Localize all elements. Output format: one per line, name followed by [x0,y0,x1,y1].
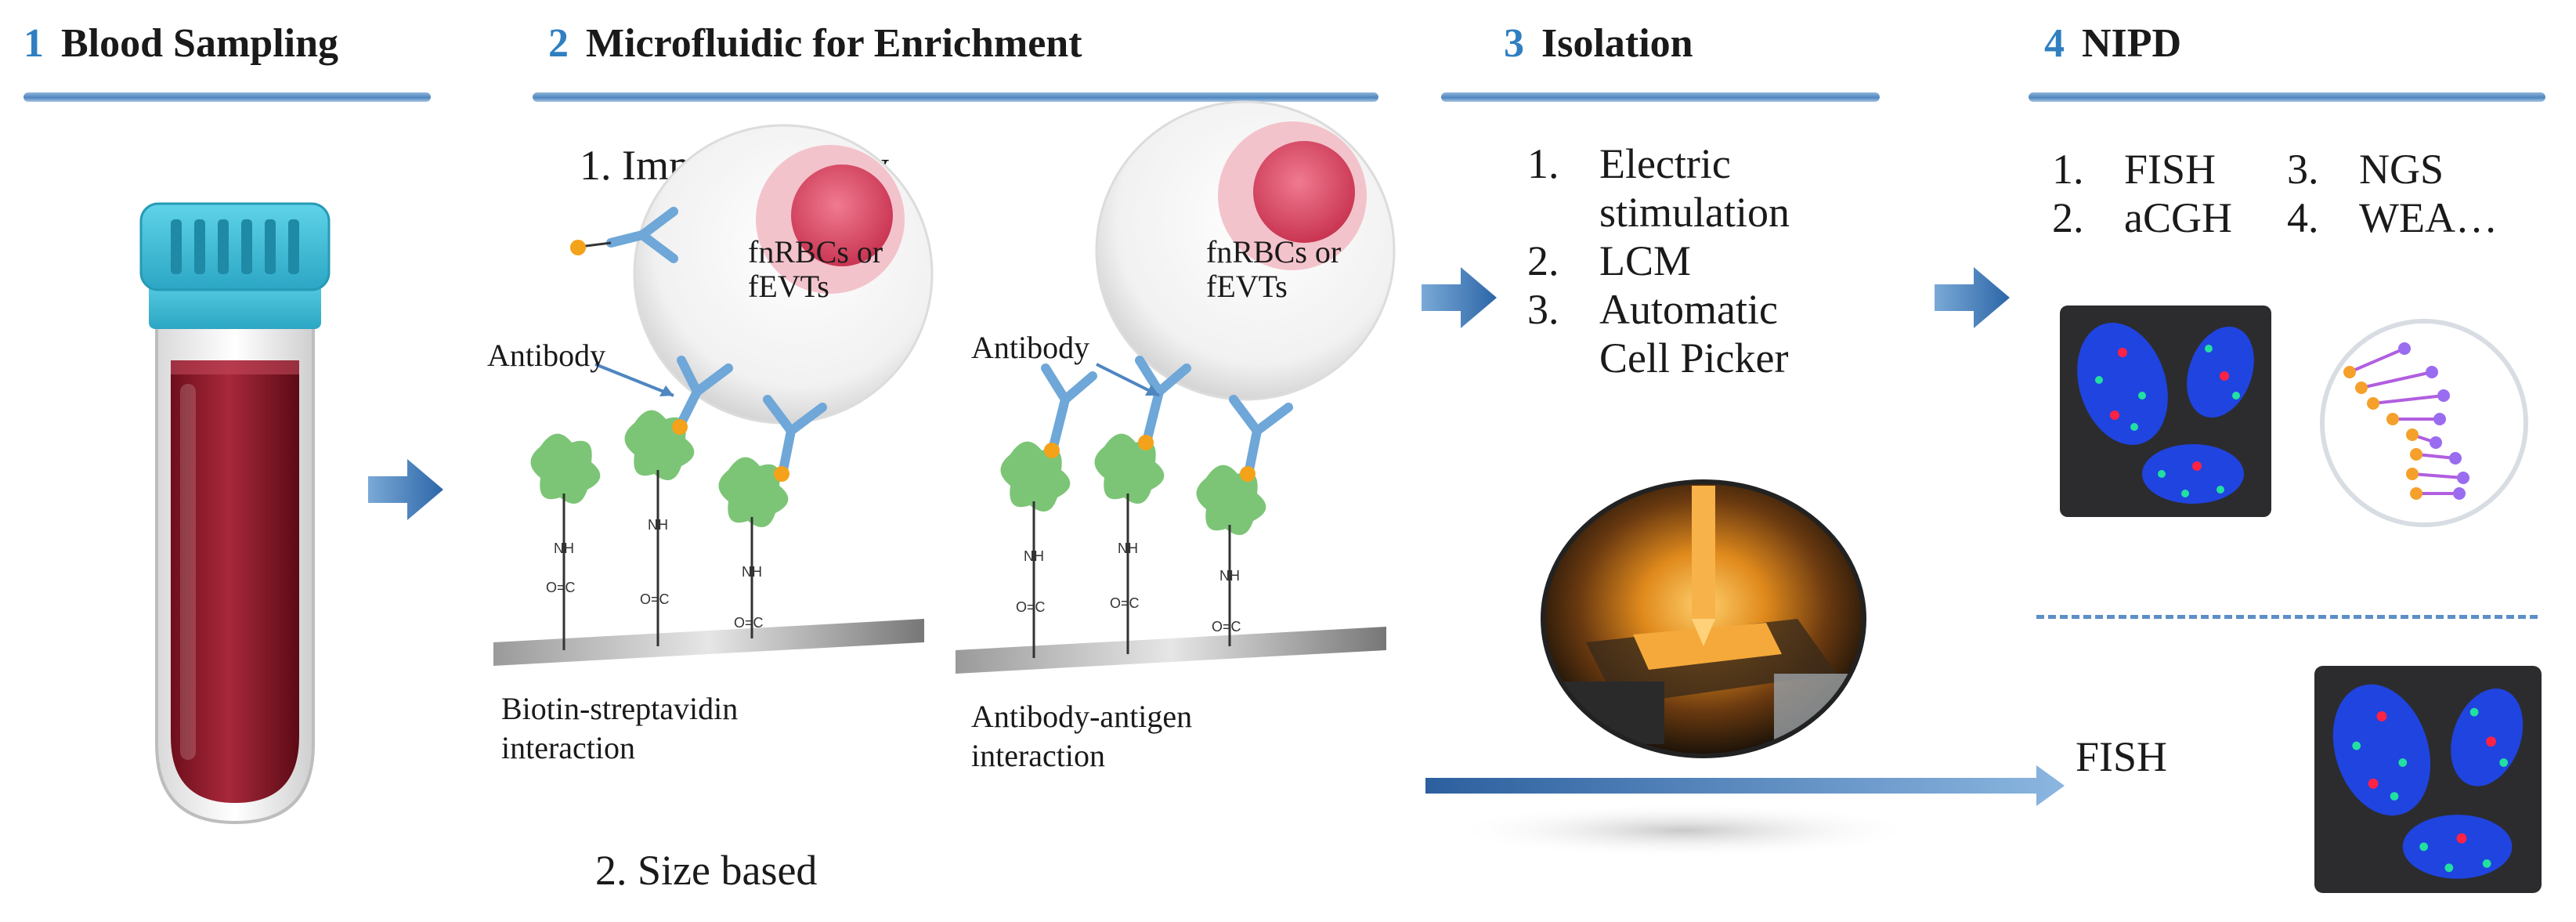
antibody-label: Antibody [487,338,606,373]
step-3-underline [1441,92,1880,102]
chem-oc: O=C [1212,619,1241,635]
chem-oc: O=C [734,615,764,631]
step-1-underline [23,92,431,102]
dna-icon [2320,319,2528,527]
fish-image [2060,306,2271,517]
fish-image [2314,666,2542,893]
arrow-right-icon [368,459,443,520]
direct-fish-arrow-icon [1425,765,2065,858]
chem-nh: NH [648,517,668,533]
list-item: 4.WEA… [2287,194,2498,241]
list-item: 2. LCM [1527,237,1692,284]
method-size-based: 2. Size based [595,847,818,894]
direct-fish-label: FISH [2076,733,2168,780]
chem-nh: NH [1024,548,1044,564]
chem-oc: O=C [1110,595,1140,611]
chem-oc: O=C [640,591,670,607]
biotin-streptavidin-diagram [493,124,934,666]
cell-label: fnRBCs or fEVTs [748,234,883,304]
cell-label: fnRBCs or fEVTs [1206,234,1342,304]
cell-picker-photo [1541,479,1866,758]
antibody-antigen-diagram [956,100,1396,674]
chem-nh: NH [1219,568,1240,584]
caption-biotin-streptavidin: Biotin-streptavidin interaction [501,691,739,765]
section-divider [2036,615,2538,619]
antibody-label: Antibody [971,330,1090,365]
nipd-methods-col1: 1.FISH 2.aCGH [2052,145,2232,242]
list-item: 1.FISH [2052,146,2217,193]
arrow-right-icon [1935,267,2010,328]
list-item: 3.NGS [2287,146,2444,193]
chem-nh: NH [742,564,762,580]
caption-antibody-antigen: Antibody-antigen interaction [971,699,1193,773]
list-item: 2.aCGH [2052,194,2232,241]
nipd-methods-col2: 3.NGS 4.WEA… [2287,145,2498,242]
chem-oc: O=C [546,580,576,595]
chem-nh: NH [554,541,574,556]
blood-tube-icon [139,202,331,825]
arrow-right-icon [1422,267,1497,328]
chem-nh: NH [1118,541,1138,556]
step-4-underline [2029,92,2545,102]
chem-oc: O=C [1016,599,1046,615]
step-2-underline [533,92,1378,102]
